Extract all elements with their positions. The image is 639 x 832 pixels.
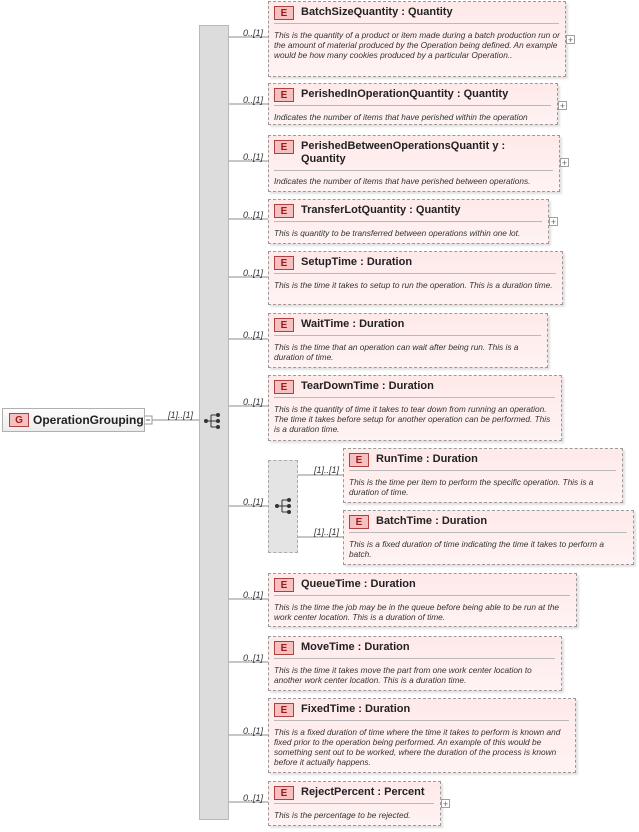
element-badge: E: [274, 204, 294, 218]
multiplicity-label: 0..[1]: [243, 726, 264, 736]
element-description: Indicates the number of items that have …: [274, 176, 531, 186]
group-label: OperationGrouping: [33, 413, 144, 427]
element-badge: E: [274, 318, 294, 332]
element-description: This is the time per item to perform the…: [349, 477, 594, 497]
element-badge: E: [274, 140, 294, 154]
expand-plus-icon[interactable]: [566, 35, 575, 44]
element-title: RejectPercent : Percent: [301, 786, 425, 798]
element-title: QueueTime : Duration: [301, 578, 416, 590]
choice-icon: [275, 498, 291, 514]
multiplicity-label: [1]..[1]: [314, 527, 340, 537]
expand-plus-icon[interactable]: [558, 101, 567, 110]
multiplicity-label: 0..[1]: [243, 268, 264, 278]
multiplicity-label: 0..[1]: [243, 653, 264, 663]
group-multiplicity: [1]..[1]: [168, 410, 194, 420]
sequence-bar: [199, 25, 229, 820]
element-badge: E: [349, 453, 369, 467]
element-badge: E: [274, 256, 294, 270]
element-perished-between-operations-quantity[interactable]: E PerishedBetweenOperationsQuantit y : Q…: [268, 135, 569, 192]
element-title: RunTime : Duration: [376, 453, 478, 465]
element-reject-percent[interactable]: E RejectPercent : Percent This is the pe…: [268, 781, 450, 826]
multiplicity-label: 0..[1]: [243, 397, 264, 407]
element-title: BatchTime : Duration: [376, 515, 488, 527]
element-run-time[interactable]: E RunTime : Duration This is the time pe…: [343, 448, 623, 503]
element-tear-down-time[interactable]: E TearDownTime : Duration This is the qu…: [268, 375, 562, 441]
element-setup-time[interactable]: E SetupTime : Duration This is the time …: [268, 251, 563, 305]
multiplicity-label: 0..[1]: [243, 330, 264, 340]
element-description: Indicates the number of items that have …: [274, 112, 528, 122]
element-description: This is the time it takes to setup to ru…: [274, 280, 553, 290]
element-title: SetupTime : Duration: [301, 256, 413, 268]
multiplicity-label: 0..[1]: [243, 590, 264, 600]
element-description: This is the time that an operation can w…: [274, 342, 519, 362]
element-move-time[interactable]: E MoveTime : Duration This is the time i…: [268, 636, 562, 691]
element-title: PerishedInOperationQuantity : Quantity: [301, 88, 509, 100]
multiplicity-label: 0..[1]: [243, 793, 264, 803]
multiplicity-label: [1]..[1]: [314, 465, 340, 475]
element-badge: E: [274, 786, 294, 800]
expand-plus-icon[interactable]: [549, 217, 558, 226]
expand-plus-icon[interactable]: [441, 799, 450, 808]
element-title: TearDownTime : Duration: [301, 380, 434, 392]
element-description: This is the percentage to be rejected.: [274, 810, 411, 820]
multiplicity-label: 0..[1]: [243, 210, 264, 220]
element-badge: E: [274, 380, 294, 394]
group-badge: G: [9, 413, 29, 427]
element-description: This is a fixed duration of time indicat…: [349, 539, 605, 559]
element-badge: E: [274, 6, 294, 20]
element-title: FixedTime : Duration: [301, 703, 411, 715]
element-batch-time[interactable]: E BatchTime : Duration This is a fixed d…: [343, 510, 634, 565]
element-title: PerishedBetweenOperationsQuantit y : Qua…: [301, 140, 506, 165]
multiplicity-label: 0..[1]: [243, 95, 264, 105]
element-badge: E: [274, 703, 294, 717]
element-description: This is the quantity of a product or ite…: [274, 30, 560, 60]
element-badge: E: [274, 88, 294, 102]
element-description: This is quantity to be transferred betwe…: [274, 228, 521, 238]
sequence-icon: [204, 413, 220, 429]
multiplicity-label: 0..[1]: [243, 152, 264, 162]
element-perished-in-operation-quantity[interactable]: E PerishedInOperationQuantity : Quantity…: [268, 83, 567, 125]
element-title: WaitTime : Duration: [301, 318, 405, 330]
multiplicity-label: 0..[1]: [243, 28, 264, 38]
element-badge: E: [274, 578, 294, 592]
element-title: TransferLotQuantity : Quantity: [301, 204, 461, 216]
element-wait-time[interactable]: E WaitTime : Duration This is the time t…: [268, 313, 548, 368]
element-description: This is the quantity of time it takes to…: [274, 404, 551, 434]
element-transfer-lot-quantity[interactable]: E TransferLotQuantity : Quantity This is…: [268, 199, 558, 244]
element-description: This is a fixed duration of time where t…: [274, 727, 561, 767]
expand-plus-icon[interactable]: [560, 158, 569, 167]
element-badge: E: [349, 515, 369, 529]
element-title: BatchSizeQuantity : Quantity: [301, 6, 453, 18]
element-fixed-time[interactable]: E FixedTime : Duration This is a fixed d…: [268, 698, 576, 773]
element-batch-size-quantity[interactable]: E BatchSizeQuantity : Quantity This is t…: [268, 1, 575, 77]
element-queue-time[interactable]: E QueueTime : Duration This is the time …: [268, 573, 577, 627]
element-badge: E: [274, 641, 294, 655]
operation-grouping-node[interactable]: G OperationGrouping: [2, 408, 145, 432]
element-description: This is the time the job may be in the q…: [274, 602, 560, 622]
element-description: This is the time it takes move the part …: [274, 665, 532, 685]
element-title: MoveTime : Duration: [301, 641, 410, 653]
multiplicity-label: 0..[1]: [243, 497, 264, 507]
